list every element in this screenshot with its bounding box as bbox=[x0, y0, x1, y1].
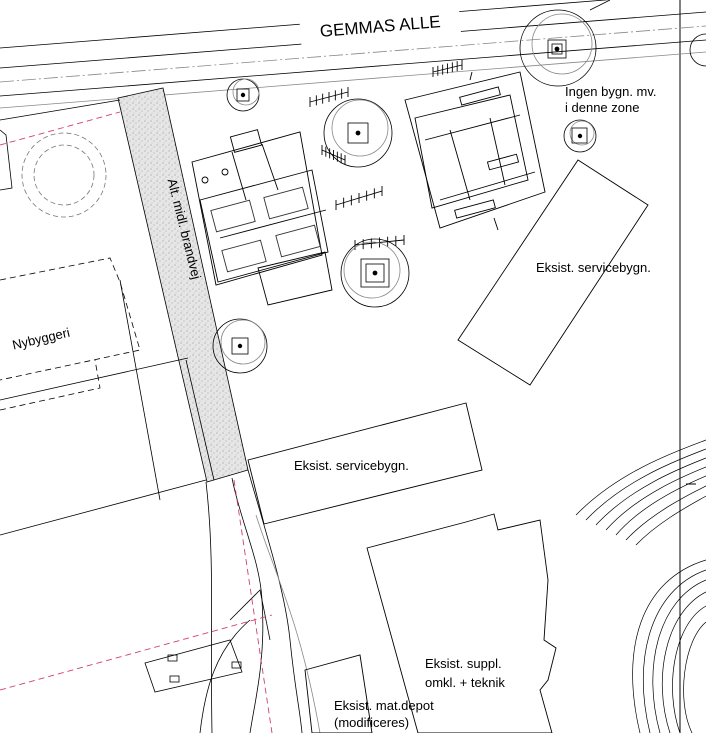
tree bbox=[323, 98, 393, 168]
suppl-label-line2: omkl. + teknik bbox=[425, 675, 505, 690]
service-building-lower bbox=[247, 402, 483, 525]
hash-ticks bbox=[309, 60, 463, 250]
track-arcs bbox=[575, 439, 706, 733]
property-lines bbox=[0, 111, 273, 733]
tree bbox=[226, 78, 260, 112]
depot-label-line1: Eksist. mat.depot bbox=[334, 698, 434, 713]
tree bbox=[689, 33, 706, 67]
lower-road-lines bbox=[199, 469, 321, 733]
suppl-building bbox=[366, 513, 557, 733]
depot-building bbox=[304, 654, 373, 733]
tree bbox=[212, 318, 268, 374]
left-plan-shapes bbox=[0, 99, 215, 536]
tree bbox=[563, 119, 597, 153]
depot-label-line2: (modificeres) bbox=[334, 715, 409, 730]
tree bbox=[340, 238, 410, 308]
suppl-label-line1: Eksist. suppl. bbox=[425, 656, 502, 671]
main-building bbox=[191, 129, 333, 306]
trees bbox=[212, 9, 706, 374]
service-building-upper bbox=[457, 159, 649, 386]
tree bbox=[519, 9, 597, 87]
no-building-zone-line1: Ingen bygn. mv. bbox=[565, 84, 657, 99]
service-building-lower-label: Eksist. servicebygn. bbox=[294, 458, 409, 473]
new-building-label: Nybyggeri bbox=[11, 325, 72, 353]
right-building bbox=[404, 71, 546, 231]
small-building-lower bbox=[144, 639, 243, 693]
street-label-bg bbox=[298, 1, 462, 47]
service-building-upper-label: Eksist. servicebygn. bbox=[536, 260, 651, 275]
fire-lane-strip bbox=[117, 87, 249, 483]
no-building-zone-line2: i denne zone bbox=[565, 100, 639, 115]
top-mark bbox=[589, 0, 611, 11]
